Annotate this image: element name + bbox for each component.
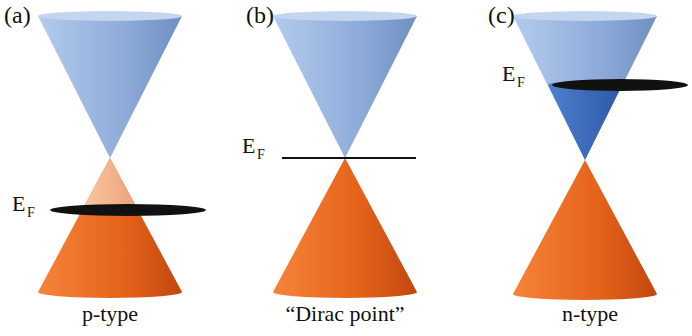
panel-letter: (a) — [4, 2, 31, 28]
panel-letter: (c) — [488, 2, 515, 28]
cone-a — [38, 11, 206, 298]
fermi-level-symbol: E — [502, 62, 515, 86]
fermi-level-symbol: E — [242, 134, 255, 158]
fermi-level-subscript: F — [517, 75, 525, 90]
panel-caption: p-type — [82, 302, 138, 326]
cone-b — [273, 11, 417, 298]
cone-c — [513, 11, 688, 300]
panel-caption: “Dirac point” — [285, 302, 404, 326]
fermi-level-symbol: E — [12, 192, 25, 216]
panel-letter: (b) — [246, 2, 274, 28]
fermi-level-subscript: F — [257, 147, 265, 162]
fermi-level-subscript: F — [27, 205, 35, 220]
panel-caption: n-type — [562, 302, 618, 326]
